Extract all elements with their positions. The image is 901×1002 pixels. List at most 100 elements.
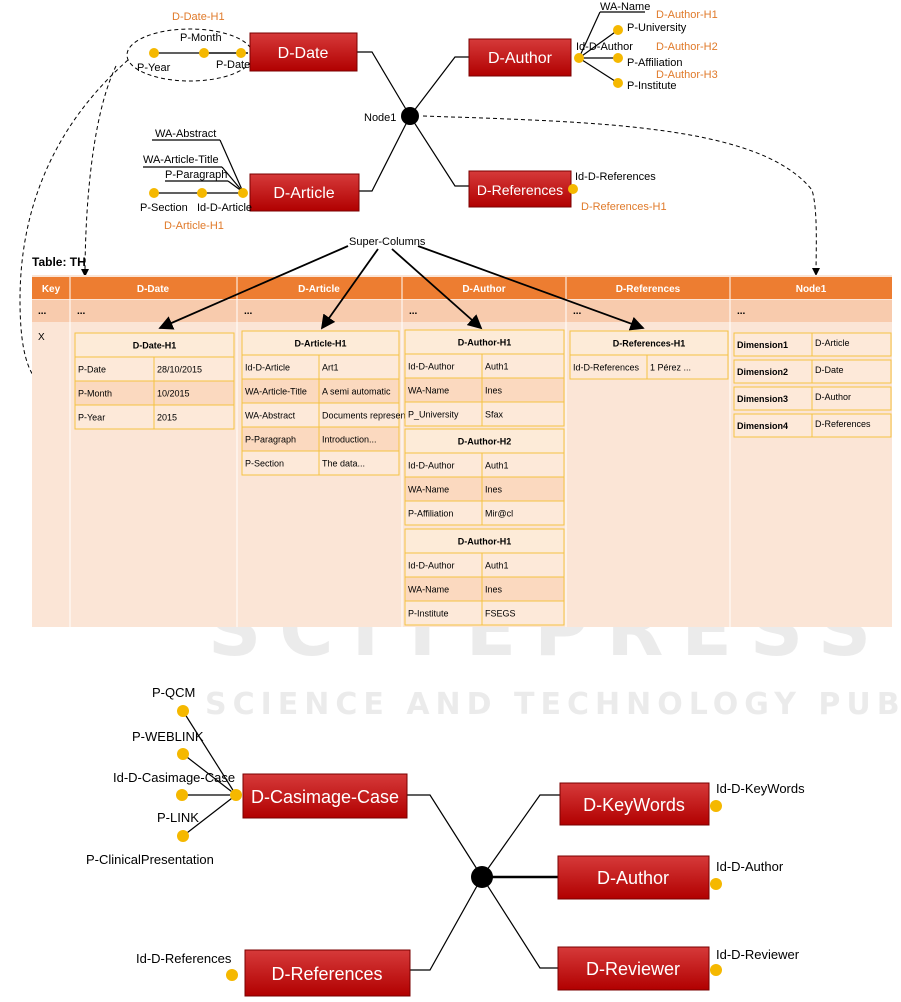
card-attr: Id-D-References xyxy=(573,363,640,373)
card-row xyxy=(569,354,729,380)
date-to-column-arrow xyxy=(81,65,117,277)
card-title: D-References-H1 xyxy=(613,339,686,349)
casimage-attr-clinical: P-ClinicalPresentation xyxy=(86,852,214,867)
dot xyxy=(613,78,623,88)
node-value: D-Article xyxy=(815,338,850,348)
author-hierarchy-label-3: D-Author-H3 xyxy=(656,69,718,81)
node-dimension: Dimension3 xyxy=(737,394,788,404)
card-attr: P-Section xyxy=(245,459,284,469)
card-row xyxy=(241,354,400,380)
dot xyxy=(568,184,578,194)
top-star-schema: D-Date-H1 P-Month P-Year P-Date D-Date D… xyxy=(19,1,821,397)
card-row xyxy=(241,450,400,476)
article-attr-id: Id-D-Article xyxy=(197,202,252,214)
dot xyxy=(149,48,159,58)
super-arrow-references xyxy=(417,245,645,331)
connector-keywords xyxy=(481,794,560,878)
d-reviewer-box xyxy=(557,946,710,991)
dot xyxy=(197,188,207,198)
ellipsis-cell: ... xyxy=(409,306,418,317)
article-attr-paragraph: P-Paragraph xyxy=(165,169,227,181)
card-row xyxy=(404,600,565,626)
dot xyxy=(238,188,248,198)
card-attr: Id-D-Author xyxy=(408,362,455,372)
d-keywords-label: D-KeyWords xyxy=(583,795,685,815)
card-value: A semi automatic xyxy=(322,387,391,397)
ellipsis-cell: ... xyxy=(737,306,746,317)
card-attr: P-Year xyxy=(78,413,105,423)
table-headers: Key D-Date D-Article D-Author D-Referenc… xyxy=(42,284,827,295)
card-title: D-Article-H1 xyxy=(294,339,346,349)
d-keywords-box xyxy=(559,782,710,826)
dot xyxy=(230,789,242,801)
card-title-cell xyxy=(404,329,565,355)
card-attr: Id-D-Article xyxy=(245,363,290,373)
card-row xyxy=(404,401,565,427)
d-reviewer-label: D-Reviewer xyxy=(586,959,680,979)
d-references-label: D-References xyxy=(477,182,563,198)
card-title-cell xyxy=(241,330,400,356)
dot xyxy=(177,830,189,842)
casimage-attr-id: Id-D-Casimage-Case xyxy=(113,770,235,785)
d-casimage-label: D-Casimage-Case xyxy=(251,787,399,807)
article-hierarchy-label: D-Article-H1 xyxy=(164,220,224,232)
table-header xyxy=(32,277,892,299)
dot xyxy=(710,800,722,812)
node-dimension: Dimension2 xyxy=(737,367,788,377)
dot xyxy=(226,969,238,981)
card-row xyxy=(404,500,565,526)
dot xyxy=(176,789,188,801)
d-references-bottom-label: D-References xyxy=(271,964,382,984)
dot xyxy=(199,48,209,58)
references-attr: Id-D-References xyxy=(575,171,656,183)
bottom-connectors xyxy=(182,710,560,971)
card-value: Ines xyxy=(485,386,503,396)
node-dimension: Dimension1 xyxy=(737,340,788,350)
author-hierarchy-label-1: D-Author-H1 xyxy=(656,9,718,21)
card-attr: Id-D-Author xyxy=(408,461,455,471)
card-attr: WA-Name xyxy=(408,386,449,396)
card-title-cell xyxy=(404,528,565,554)
author-bottom-attr: Id-D-Author xyxy=(716,859,784,874)
author-attr-affiliation: P-Affiliation xyxy=(627,57,682,69)
article-attr-abstract: WA-Abstract xyxy=(155,128,216,140)
d-references-bottom-box xyxy=(244,949,411,997)
ellipsis-cells: ... ... ... ... ... ... xyxy=(38,306,746,317)
header-article: D-Article xyxy=(298,284,340,295)
card-value: 2015 xyxy=(157,413,177,423)
table-title: Table: TH xyxy=(32,255,86,269)
super-column-arrows xyxy=(158,245,645,331)
d-date-box xyxy=(249,32,358,72)
node-value: D-References xyxy=(815,419,871,429)
article-attr-title: WA-Article-Title xyxy=(143,154,219,166)
reviewer-attr: Id-D-Reviewer xyxy=(716,947,800,962)
d-article-box xyxy=(249,173,360,212)
card-title-cell xyxy=(404,428,565,454)
card-attr: WA-Article-Title xyxy=(245,387,307,397)
d-author-bottom-label: D-Author xyxy=(597,868,669,888)
dot xyxy=(149,188,159,198)
bottom-star-schema: D-Casimage-Case P-QCM P-WEBLINK Id-D-Cas… xyxy=(86,685,805,997)
header-references: D-References xyxy=(616,284,681,295)
dot xyxy=(710,878,722,890)
article-attr-section: P-Section xyxy=(140,202,188,214)
card-value: The data... xyxy=(322,459,365,469)
card-value: Auth1 xyxy=(485,561,509,571)
dot xyxy=(613,25,623,35)
dot xyxy=(236,48,246,58)
connector-article xyxy=(359,115,411,192)
dot xyxy=(177,748,189,760)
keywords-attr: Id-D-KeyWords xyxy=(716,781,805,796)
author-attr-institute: P-Institute xyxy=(627,80,677,92)
card-attr: P-Date xyxy=(78,365,106,375)
header-author: D-Author xyxy=(462,284,505,295)
header-node1: Node1 xyxy=(796,284,827,295)
ellipsis-cell: ... xyxy=(573,306,582,317)
card-row xyxy=(404,476,565,502)
card-value: Auth1 xyxy=(485,362,509,372)
